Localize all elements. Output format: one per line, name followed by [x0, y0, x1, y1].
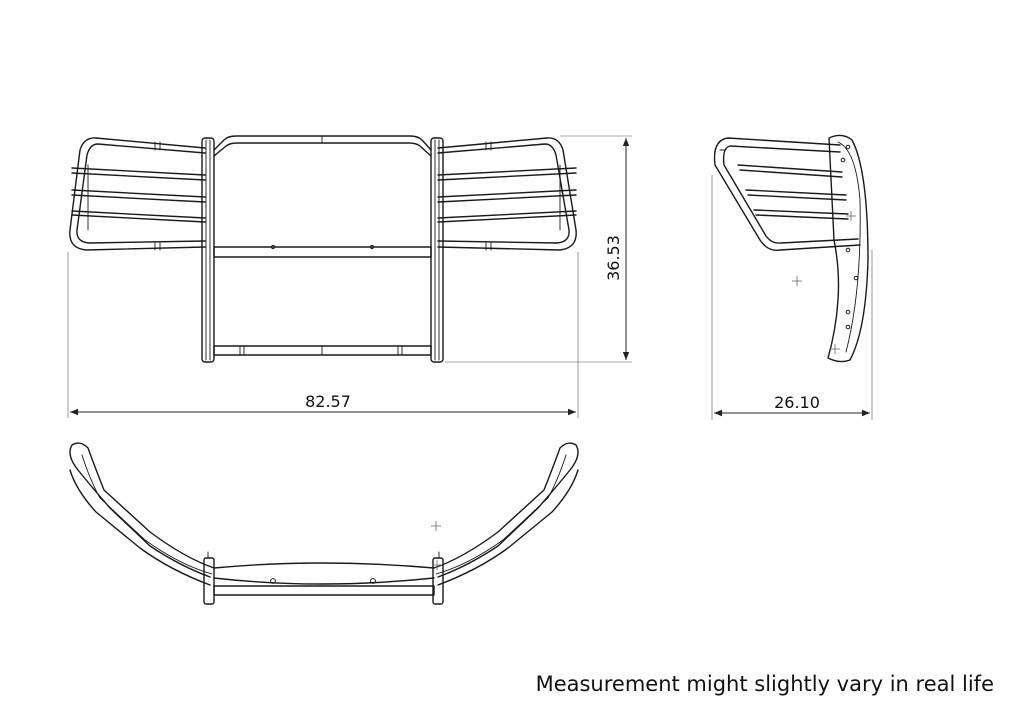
measurement-note: Measurement might slightly vary in real …	[535, 672, 994, 696]
width-label: 82.57	[305, 392, 351, 411]
side-view	[713, 134, 869, 363]
depth-dimension: 26.10	[711, 175, 873, 420]
front-view	[69, 135, 577, 363]
height-label: 36.53	[604, 235, 623, 281]
width-dimension: 82.57	[67, 252, 579, 418]
depth-label: 26.10	[774, 393, 820, 412]
top-view	[69, 442, 579, 605]
height-dimension: 36.53	[445, 135, 632, 363]
